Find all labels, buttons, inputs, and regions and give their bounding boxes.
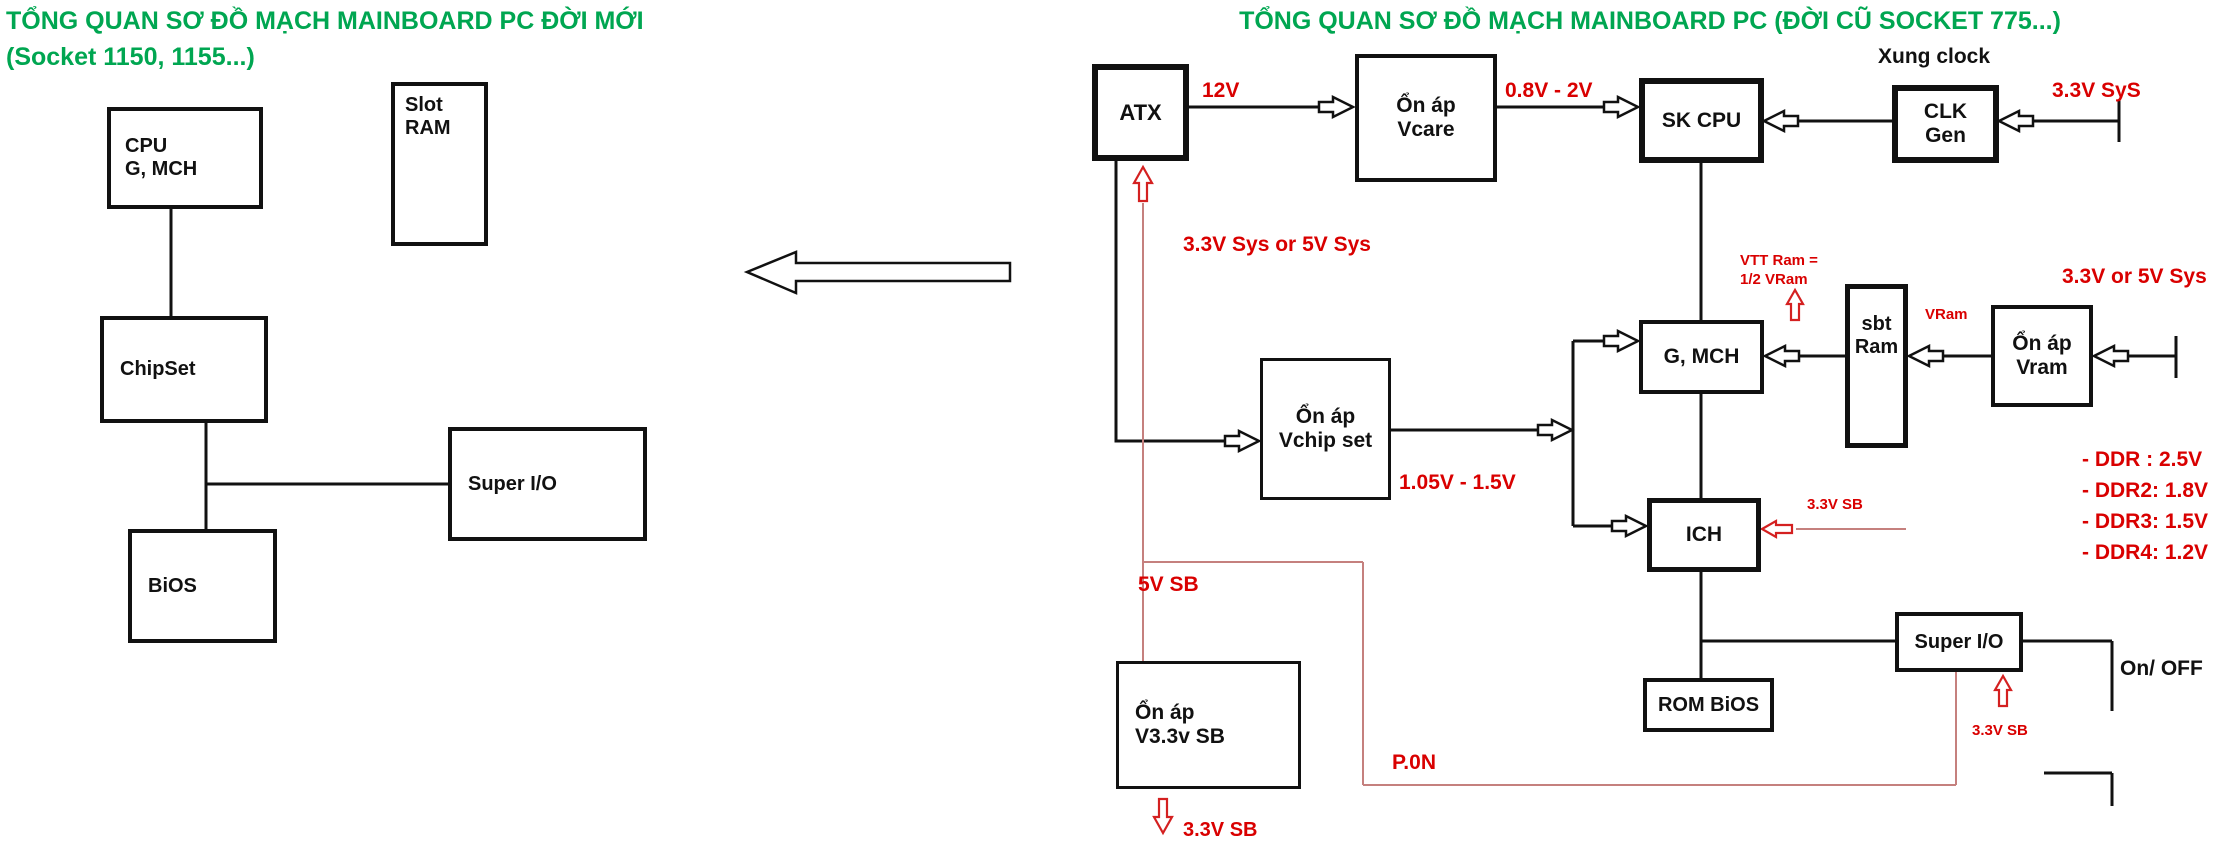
label-33v-sb-superio: 3.3V SB [1972, 722, 2028, 739]
arrow-sb33-output-icon [1152, 797, 1174, 836]
label-pon: P.0N [1392, 751, 1436, 774]
box-on-ap-vram: Ổn áp Vram [1991, 305, 2093, 407]
label-33v-or-5v-sys: 3.3V or 5V Sys [2062, 265, 2207, 288]
box-on-ap-vcare: Ổn áp Vcare [1355, 54, 1497, 182]
label-vtt-ram: VTT Ram = 1/2 VRam [1740, 252, 1818, 288]
arrow-sbtram-into-gmch-icon [1762, 343, 1801, 369]
box-slot-ram: Slot RAM [391, 82, 488, 246]
right-diagram-title: TỔNG QUAN SƠ ĐỒ MẠCH MAINBOARD PC (ĐỜI C… [1239, 7, 2061, 35]
label-08v-2v: 0.8V - 2V [1505, 79, 1593, 102]
red-open-arrows [1132, 164, 2013, 836]
arrow-vram-into-sbtram-icon [1906, 343, 1945, 369]
arrow-sb33-into-superio-icon [1993, 673, 2013, 708]
label-5v-sb: 5V SB [1138, 573, 1199, 596]
label-33v-sys-or-5v-sys: 3.3V Sys or 5V Sys [1183, 233, 1371, 256]
box-atx: ATX [1092, 64, 1189, 161]
label-vram: VRam [1925, 306, 1968, 323]
arrow-vttram-icon [1785, 287, 1805, 322]
arrow-into-vcare-icon [1317, 94, 1356, 120]
black-open-arrows [1223, 94, 2130, 539]
standby-signal-wires [1142, 203, 1957, 786]
arrow-into-gmch-left-icon [1602, 328, 1641, 354]
arrow-clk-into-skcpu-icon [1761, 108, 1800, 134]
label-on-off: On/ OFF [2120, 657, 2203, 680]
left-diagram-subtitle: (Socket 1150, 1155...) [6, 43, 255, 71]
box-g-mch: G, MCH [1639, 320, 1764, 394]
wire-atx-to-vchipset [1114, 161, 1225, 443]
box-ich: ICH [1647, 498, 1761, 572]
box-super-io-left: Super I/O [448, 427, 647, 541]
label-xung-clock: Xung clock [1878, 45, 1991, 68]
arrow-into-vram-icon [2091, 343, 2130, 369]
box-cpu-gmch: CPU G, MCH [107, 107, 263, 209]
transition-left-arrow-icon [743, 250, 1012, 295]
box-bios: BiOS [128, 529, 277, 643]
box-on-ap-v33-sb: Ổn áp V3.3v SB [1116, 661, 1301, 789]
label-12v: 12V [1202, 79, 1240, 102]
box-rom-bios: ROM BiOS [1643, 678, 1774, 732]
arrow-sb33-into-ich-icon [1759, 519, 1794, 539]
label-33v-sb-ich: 3.3V SB [1807, 496, 1863, 513]
box-super-io-right: Super I/O [1895, 612, 2023, 672]
left-diagram-connectors [169, 209, 448, 529]
arrow-into-vchipset-icon [1223, 428, 1262, 454]
arrow-into-ich-left-icon [1610, 513, 1649, 539]
arrow-vchipset-out-icon [1536, 417, 1575, 443]
box-sbt-ram: sbt Ram [1845, 284, 1908, 448]
box-sk-cpu: SK CPU [1639, 78, 1764, 163]
label-ddr-voltages: - DDR : 2.5V - DDR2: 1.8V - DDR3: 1.5V -… [2082, 448, 2209, 564]
right-diagram-wires [1114, 100, 2178, 806]
arrow-5vsb-into-atx-icon [1132, 164, 1154, 203]
label-33v-sb-output: 3.3V SB [1183, 819, 1258, 841]
arrow-into-skcpu-icon [1602, 94, 1641, 120]
left-diagram-title: TỔNG QUAN SƠ ĐỒ MẠCH MAINBOARD PC ĐỜI MỚ… [6, 7, 644, 35]
label-33v-sys: 3.3V SyS [2052, 79, 2141, 102]
box-on-ap-vchipset: Ổn áp Vchip set [1260, 358, 1391, 500]
box-chipset: ChipSet [100, 316, 268, 423]
box-clk-gen: CLK Gen [1892, 85, 1999, 163]
label-105v-15v: 1.05V - 1.5V [1399, 471, 1516, 494]
arrow-into-clkgen-icon [1996, 108, 2035, 134]
